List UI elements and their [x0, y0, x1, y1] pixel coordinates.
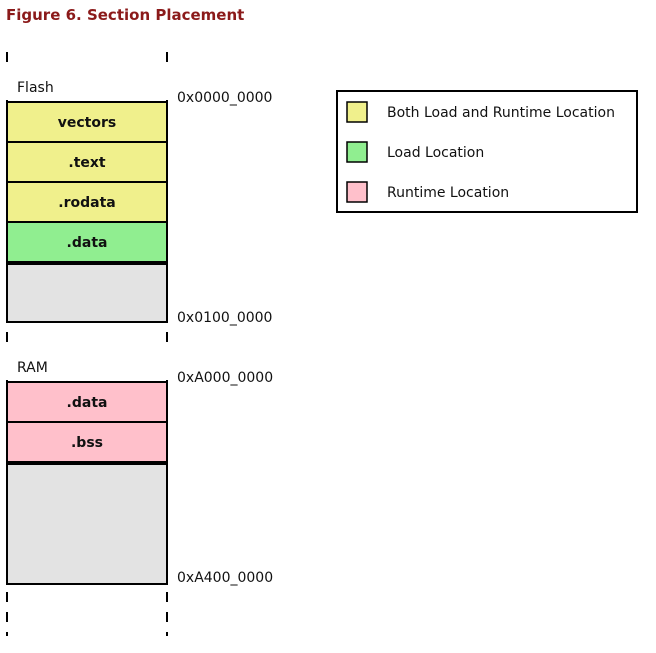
flash-section-text-label: .text — [68, 155, 106, 171]
figure-title: Figure 6. Section Placement — [6, 6, 245, 24]
legend-swatch-load — [346, 141, 368, 163]
flash-section-rodata-label: .rodata — [58, 195, 115, 211]
flash-end-address: 0x0100_0000 — [177, 310, 272, 326]
flash-section-text — [6, 141, 168, 183]
ram-region: RAM .data .bss 0xA000_0000 0xA400_0000 — [6, 360, 273, 586]
ram-section-bss — [6, 421, 168, 463]
ram-section-bss-label: .bss — [71, 435, 103, 451]
flash-section-data-label: .data — [67, 235, 108, 251]
legend-label-load: Load Location — [387, 145, 484, 161]
ram-end-address: 0xA400_0000 — [177, 570, 273, 586]
legend-swatch-both — [346, 101, 368, 123]
legend-swatch-runtime — [346, 181, 368, 203]
legend-box — [336, 90, 638, 213]
ram-start-address: 0xA000_0000 — [177, 370, 273, 386]
legend-label-runtime: Runtime Location — [387, 185, 509, 201]
flash-label: Flash — [17, 80, 54, 96]
ram-section-data — [6, 381, 168, 423]
flash-section-vectors-label: vectors — [58, 115, 116, 131]
ram-section-data-label: .data — [67, 395, 108, 411]
legend-label-both: Both Load and Runtime Location — [387, 105, 615, 121]
ram-label: RAM — [17, 360, 48, 376]
flash-section-data — [6, 221, 168, 263]
flash-start-address: 0x0000_0000 — [177, 90, 272, 106]
flash-free-space — [6, 263, 168, 323]
ram-free-space — [6, 463, 168, 585]
flash-region: Flash vectors .text .rodata .data 0x0000_00… — [6, 80, 272, 326]
